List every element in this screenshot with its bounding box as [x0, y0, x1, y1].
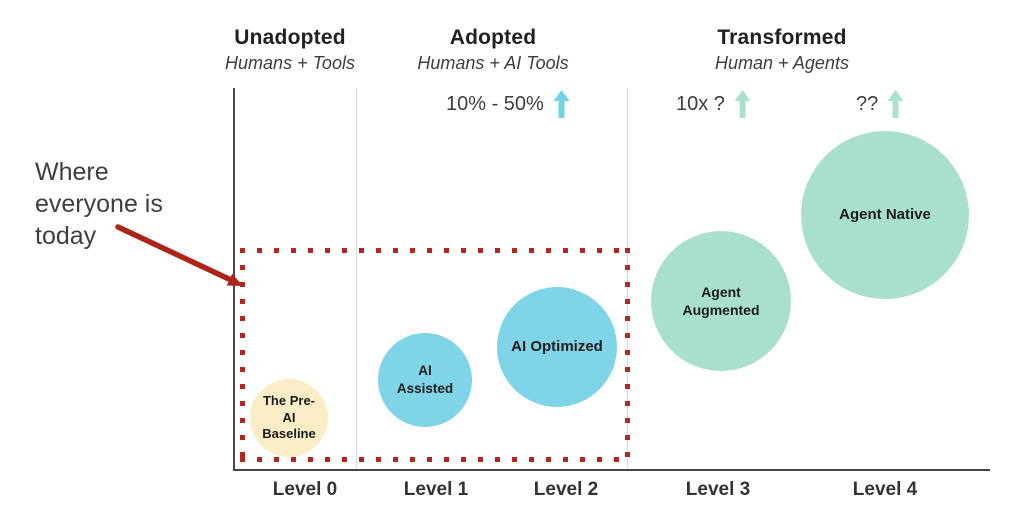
annotation-where-everyone-is-today: Where everyone is today: [35, 158, 163, 250]
column-title: Unadopted: [234, 26, 346, 49]
bubble-ai-assisted: AI Assisted: [378, 333, 472, 427]
bubble-label: Agent Native: [839, 206, 931, 224]
annotation-arrow-icon: [115, 224, 243, 286]
bubble-label: The Pre-AI Baseline: [262, 392, 316, 442]
column-subtitle: Humans + AI Tools: [417, 53, 569, 73]
column-header-adopted: Adopted Humans + AI Tools: [383, 26, 603, 74]
growth-label: 10% - 50%: [446, 92, 544, 115]
level-label-1: Level 1: [403, 479, 469, 500]
up-arrow-icon: [887, 90, 904, 118]
column-header-unadopted: Unadopted Humans + Tools: [180, 26, 400, 74]
column-divider: [356, 88, 357, 469]
bubble-pre-ai-baseline: The Pre-AI Baseline: [250, 379, 328, 457]
up-arrow-icon: [553, 90, 570, 118]
growth-label: ??: [856, 92, 879, 115]
bubble-ai-optimized: AI Optimized: [497, 287, 617, 407]
growth-note-adopted: 10% - 50%: [446, 90, 570, 118]
column-subtitle: Human + Agents: [715, 53, 849, 73]
highlight-box-edge: [240, 457, 630, 462]
up-arrow-icon: [734, 90, 751, 118]
growth-label: 10x ?: [676, 92, 725, 115]
growth-note-level3: 10x ?: [676, 90, 751, 118]
highlight-box-edge: [240, 248, 630, 253]
bubble-agent-augmented: Agent Augmented: [651, 231, 791, 371]
bubble-agent-native: Agent Native: [801, 131, 969, 299]
today-highlight-box: [240, 248, 630, 462]
level-label-3: Level 3: [685, 479, 751, 500]
bubble-label: AI Optimized: [511, 338, 603, 356]
highlight-box-edge: [240, 248, 245, 462]
level-label-4: Level 4: [852, 479, 918, 500]
column-title: Adopted: [449, 26, 537, 49]
bubble-label: AI Assisted: [396, 363, 454, 396]
highlight-box-edge: [625, 248, 630, 462]
growth-note-level4: ??: [856, 90, 904, 118]
column-subtitle: Humans + Tools: [225, 53, 355, 73]
column-title: Transformed: [717, 26, 847, 49]
column-header-transformed: Transformed Human + Agents: [672, 26, 892, 74]
level-label-2: Level 2: [533, 479, 599, 500]
x-axis: [233, 469, 990, 471]
bubble-label: Agent Augmented: [682, 283, 760, 318]
level-label-0: Level 0: [272, 479, 338, 500]
